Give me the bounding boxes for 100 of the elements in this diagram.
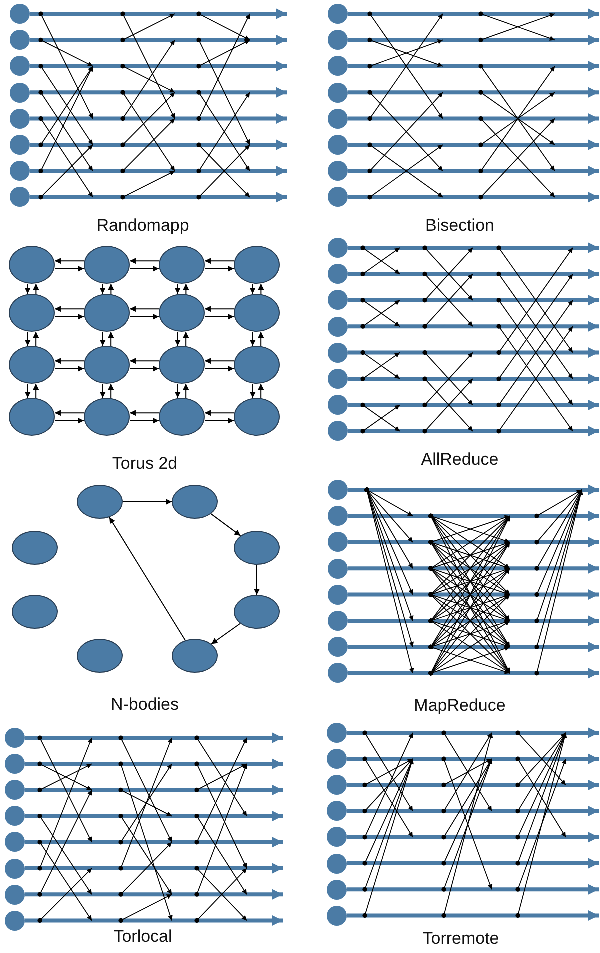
process-ellipse (12, 531, 58, 565)
process-ellipse (77, 639, 123, 673)
process-circle (328, 290, 348, 310)
process-circle (5, 754, 25, 774)
process-ellipse (84, 294, 130, 332)
timeline-arrow (347, 910, 599, 922)
process-circle (328, 135, 348, 155)
process-circle (328, 637, 348, 658)
timeline-arrow (348, 192, 599, 203)
message-arrow (108, 383, 114, 399)
message-arrow (54, 410, 85, 416)
timeline-arrow (348, 113, 599, 124)
message-arrow (254, 564, 260, 596)
message-arrow (100, 283, 106, 295)
timeline-arrow (25, 758, 283, 770)
timeline-arrow (25, 836, 283, 848)
process-circle (328, 395, 348, 416)
process-circle (327, 906, 347, 926)
message-arrow (54, 258, 85, 264)
process-circle (5, 884, 25, 905)
timeline-arrow (348, 374, 599, 384)
timeline-arrow (348, 8, 599, 20)
process-circle (327, 854, 347, 874)
process-circle (328, 584, 348, 605)
process-circle (5, 728, 25, 748)
timeline-arrow (25, 915, 283, 926)
timeline-arrow (348, 642, 599, 653)
timeline-arrow (347, 832, 599, 843)
panel-caption: Randomapp (96, 216, 190, 236)
timeline-arrow (25, 863, 283, 874)
message-arrow (33, 331, 40, 347)
message-arrow (204, 410, 235, 416)
panel-caption: MapReduce (414, 696, 506, 716)
message-arrow (54, 418, 85, 424)
process-circle (327, 880, 347, 900)
process-circle (328, 108, 348, 129)
timeline-arrow (347, 806, 599, 817)
process-ellipse (9, 294, 55, 332)
process-circle (328, 480, 348, 500)
message-arrow (54, 306, 85, 312)
message-arrow (24, 383, 31, 399)
message-arrow (210, 514, 242, 536)
message-arrow (250, 383, 256, 399)
panel-caption: Torremote (422, 929, 500, 949)
panel-caption: Torlocal (114, 927, 172, 947)
timeline-arrow (348, 668, 599, 679)
process-circle (328, 30, 348, 50)
timeline-arrow (347, 754, 599, 765)
message-arrow (250, 283, 256, 295)
process-ellipse (77, 485, 123, 519)
process-circle (5, 806, 25, 826)
message-arrow (129, 410, 160, 416)
timeline-arrow (348, 589, 599, 600)
process-circle (10, 161, 30, 182)
timeline-arrow (348, 87, 599, 98)
process-circle (10, 187, 30, 208)
message-arrow (100, 331, 106, 347)
timeline-arrow (30, 113, 287, 124)
process-circle (328, 663, 348, 684)
timeline-arrow (347, 884, 599, 896)
message-arrow (33, 383, 40, 399)
process-circle (10, 82, 30, 103)
process-ellipse (159, 246, 205, 284)
message-arrow (24, 283, 31, 295)
message-arrow (108, 283, 114, 295)
process-circle (328, 161, 348, 182)
process-ellipse (234, 346, 280, 384)
message-arrow (258, 383, 264, 399)
message-arrow (174, 331, 181, 347)
process-circle (328, 532, 348, 552)
timeline-arrow (348, 242, 599, 254)
process-circle (10, 135, 30, 155)
timeline-arrow (30, 166, 287, 177)
message-arrow (108, 331, 114, 347)
message-arrow (129, 358, 160, 364)
message-arrow (24, 331, 31, 347)
message-arrow (109, 516, 186, 642)
message-arrow (33, 283, 40, 295)
process-circle (328, 316, 348, 337)
timeline-arrow (348, 510, 599, 522)
process-ellipse (84, 346, 130, 384)
timeline-arrow (348, 484, 599, 496)
message-arrow (204, 314, 235, 320)
process-circle (5, 858, 25, 878)
timeline-arrow (30, 140, 287, 150)
timeline-arrow (30, 8, 287, 20)
message-arrow (183, 331, 190, 347)
process-circle (328, 82, 348, 103)
timeline-arrow (348, 60, 599, 72)
process-ellipse (84, 398, 130, 436)
process-circle (328, 342, 348, 363)
process-ellipse (12, 595, 58, 629)
message-arrow (129, 306, 160, 312)
panel-caption: N-bodies (110, 695, 180, 715)
message-arrow (183, 283, 190, 295)
timeline-arrow (348, 616, 599, 626)
process-ellipse (234, 398, 280, 436)
process-ellipse (234, 531, 280, 565)
process-circle (328, 238, 348, 258)
timeline-arrow (348, 426, 599, 437)
